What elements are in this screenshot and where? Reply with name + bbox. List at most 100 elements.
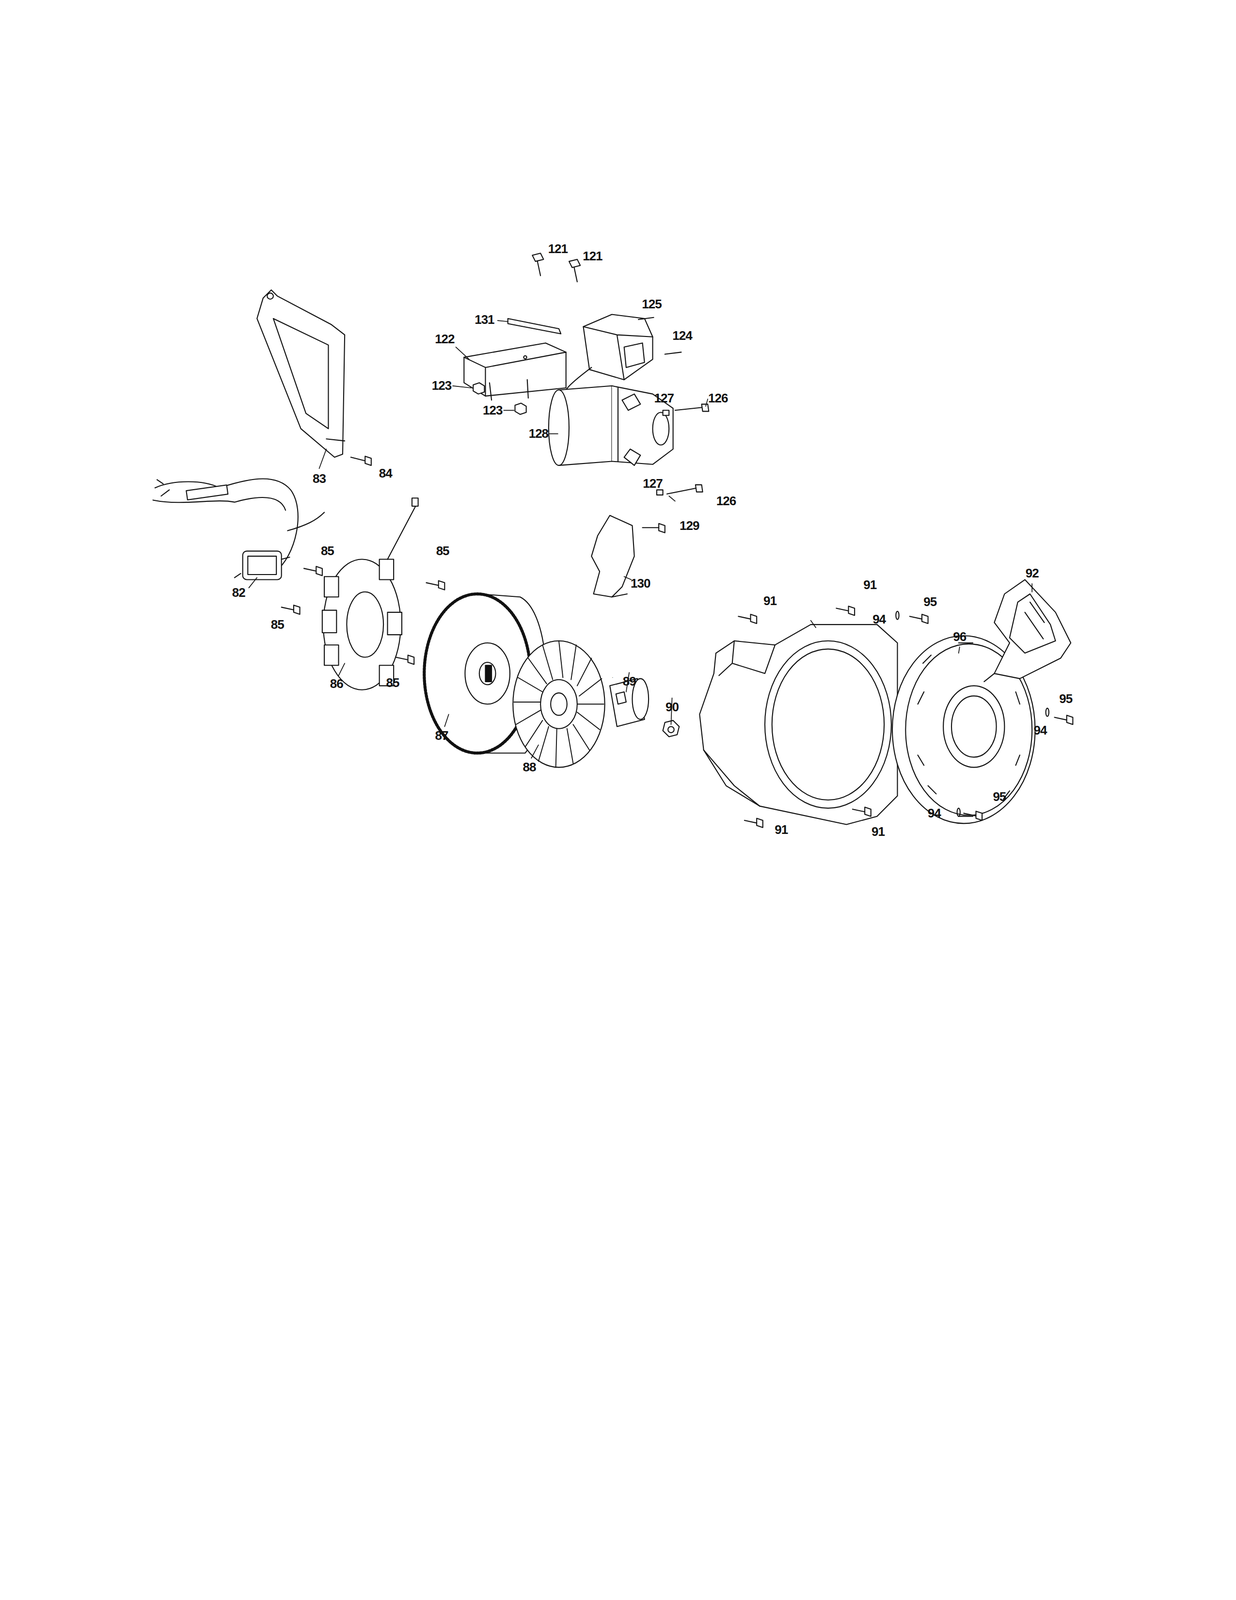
callout-number: 91 (762, 593, 778, 608)
bolt (316, 566, 323, 576)
callout-number: 82 (231, 585, 247, 600)
stator (387, 505, 417, 560)
ignition-coil (153, 497, 286, 510)
callout-number: 125 (640, 297, 663, 311)
callout-number: 128 (527, 426, 550, 441)
callout-number: 96 (951, 629, 967, 644)
ignition-coil (287, 512, 325, 531)
starter-cover (591, 515, 634, 597)
bolt (658, 523, 666, 533)
stator (322, 497, 419, 690)
callout-number: 94 (926, 806, 942, 820)
recoil-starter (943, 685, 1005, 767)
flywheel (485, 665, 492, 682)
callout-number: 124 (671, 328, 693, 343)
starter-motor (621, 394, 641, 466)
callout-number: 85 (319, 543, 335, 558)
callout-number: 129 (678, 518, 700, 533)
bolt (695, 484, 703, 492)
blower-housing (699, 624, 898, 824)
bolt (364, 456, 372, 466)
callout-number: 83 (311, 471, 327, 486)
starter-solenoid (624, 342, 645, 367)
callout-number: 126 (715, 493, 737, 508)
starter-solenoid (583, 326, 653, 380)
leader-line (248, 320, 1032, 759)
coil-bracket (256, 289, 345, 458)
washer (957, 808, 961, 817)
callout-number: 95 (922, 594, 938, 609)
ignition-coil (247, 555, 277, 575)
leader-line (624, 576, 632, 580)
bolt (909, 614, 1074, 821)
callout-number: 95 (991, 789, 1007, 804)
bolt (975, 810, 983, 821)
blower-housing (772, 649, 885, 800)
bolt (864, 807, 872, 817)
stator (379, 558, 394, 580)
stator (324, 644, 339, 666)
ignition-coil (153, 478, 325, 580)
leader-line (455, 347, 469, 360)
bolt (701, 404, 710, 412)
washer (1045, 708, 1049, 717)
bolt (642, 526, 661, 528)
callout-number: 85 (269, 617, 286, 632)
bolt (638, 317, 709, 533)
ignition-coil (234, 556, 290, 578)
callout-number: 91 (773, 822, 789, 837)
recoil-starter (918, 654, 1020, 799)
callout-number: 88 (521, 760, 537, 774)
leader-line (705, 398, 708, 407)
leader-line (549, 433, 558, 435)
callout-number: 92 (1024, 566, 1040, 580)
washer (895, 611, 1049, 817)
callout-number: 126 (707, 391, 729, 405)
bolt (569, 259, 581, 268)
bolt (408, 654, 415, 665)
bolt (532, 253, 581, 282)
bolt (921, 614, 929, 624)
ignition-coil (186, 484, 228, 500)
speck: . (611, 673, 614, 679)
bolt (756, 818, 763, 828)
starter-bracket (489, 379, 529, 400)
strap (507, 318, 561, 334)
bolt (438, 580, 445, 590)
starter-handle (983, 579, 1071, 682)
leader-line (319, 448, 327, 469)
coil-bracket (267, 292, 274, 300)
callout-number: 122 (433, 332, 456, 346)
bolt (738, 605, 872, 828)
starter-solenoid (583, 314, 653, 381)
callout-number: 127 (641, 476, 664, 491)
blower-housing (703, 749, 761, 807)
stator (322, 610, 337, 633)
starter-handle (983, 673, 995, 682)
callout-number: 89 (621, 674, 637, 688)
bolt (666, 487, 698, 494)
starter-handle (994, 579, 1071, 679)
cooling-fan (513, 640, 604, 768)
leader-line (810, 620, 817, 628)
leader-line (497, 320, 508, 322)
coil-bracket (326, 438, 345, 441)
callout-number: 95 (1058, 691, 1074, 706)
strap (507, 318, 561, 334)
callout-number: 91 (862, 577, 878, 592)
leader-line (668, 495, 676, 502)
coil-bracket (256, 289, 345, 458)
bolt (350, 456, 372, 466)
blower-housing (718, 640, 776, 676)
flywheel (424, 593, 531, 753)
leader-line (338, 663, 346, 676)
cooling-fan (550, 692, 568, 715)
leader-line (452, 385, 472, 388)
bolt (574, 267, 578, 282)
leader-line (248, 577, 257, 588)
cooling-fan (540, 679, 578, 729)
flywheel (479, 662, 496, 685)
bolt (848, 605, 855, 616)
callout-number: 91 (870, 824, 886, 839)
